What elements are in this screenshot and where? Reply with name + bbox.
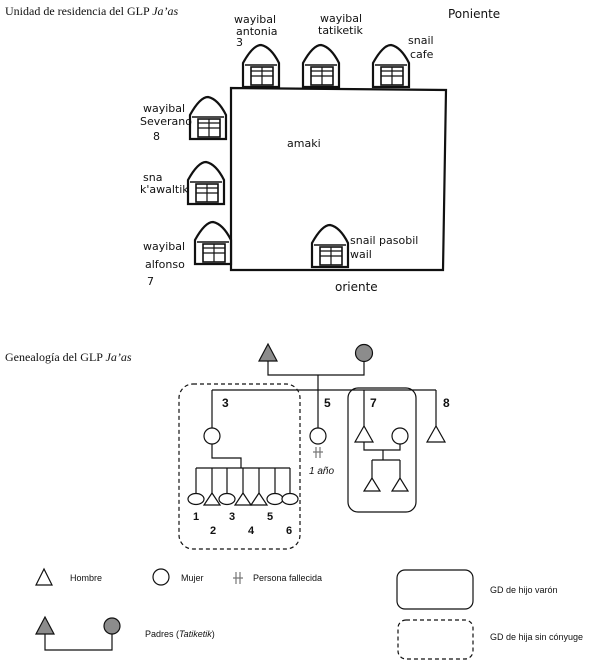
house-label-line1: wayibal: [143, 102, 185, 115]
child-number-8: 8: [443, 396, 450, 410]
house-label-line1: sna: [143, 171, 162, 184]
house-label-line2: antonia: [236, 25, 278, 38]
courtyard-boundary: [229, 86, 448, 272]
legend-parents-italic: Tatiketik: [179, 629, 212, 639]
legend-son-group-label: GD de hijo varón: [490, 585, 558, 595]
house-snail-cafe: snail cafe: [371, 34, 434, 89]
sibling-line: [212, 375, 436, 391]
house-number: 8: [153, 130, 160, 143]
child-8-triangle-icon: [425, 424, 447, 443]
residence-map: amaki Poniente oriente wayibal antonia 3…: [140, 7, 500, 294]
genealogy-diagram: 1 2 3 4 5 6 1 año 3 5 7 8: [178, 342, 450, 550]
legend-parents-line: [44, 634, 113, 651]
house-label-line2: tatiketik: [318, 24, 364, 37]
house-icon: [241, 43, 281, 89]
child-7-son-1-triangle-icon: [362, 476, 382, 492]
grandchild-number-4: 4: [248, 525, 255, 537]
son-group-box: [347, 387, 417, 513]
residence-caption-text: Unidad de residencia del GLP: [5, 4, 153, 18]
house-label-line2: Severano: [140, 115, 192, 128]
house-label-line2: wail: [350, 248, 372, 261]
child-number-5: 5: [324, 396, 331, 410]
house-label-line1: snail: [408, 34, 434, 47]
house-label-line2: cafe: [410, 48, 434, 61]
child-number-3: 3: [222, 396, 229, 410]
genealogy-caption-group-name: Ja’as: [105, 350, 132, 364]
legend: Hombre Mujer Persona fallecida Padres (T…: [35, 567, 583, 660]
legend-parents-suffix: ): [212, 629, 215, 639]
parents-marriage-line: [267, 361, 365, 376]
grandchild-2-triangle-icon: [202, 491, 222, 506]
grandchild-3-circle-icon: [218, 492, 236, 506]
grandchild-number-5: 5: [267, 511, 273, 523]
legend-father-triangle-icon: [35, 615, 55, 635]
child-7-son-2-triangle-icon: [390, 476, 410, 492]
grandchild-number-6: 6: [286, 525, 292, 537]
child-5-circle-icon: [309, 427, 327, 445]
child-number-7: 7: [370, 396, 377, 410]
genealogy-caption-text: Genealogía del GLP: [5, 350, 106, 364]
house-icon: [188, 95, 228, 141]
house-label-line1: snail pasobil: [350, 234, 418, 247]
house-icon: [310, 223, 350, 269]
house-label-line2: k'awaltik: [140, 183, 189, 196]
house-icon: [193, 220, 233, 266]
legend-parents-prefix: Padres (: [145, 629, 179, 639]
house-wayibal-antonia: wayibal antonia 3: [234, 13, 281, 89]
grandchild-number-1: 1: [193, 511, 199, 523]
legend-deceased-label: Persona fallecida: [253, 573, 322, 583]
courtyard-label: amaki: [287, 137, 321, 150]
house-icon: [186, 160, 226, 206]
legend-son-group-box: [396, 569, 474, 610]
deceased-note: 1 año: [309, 466, 334, 477]
house-label-line1: wayibal: [143, 240, 185, 253]
child-7-spouse-circle-icon: [391, 427, 409, 445]
grandchild-7-circle-icon: [281, 492, 299, 506]
grandchild-6-circle-icon: [266, 492, 284, 506]
legend-deceased-cross-icon: [233, 572, 243, 584]
house-sna-kawaltik: sna k'awaltik: [140, 160, 226, 206]
legend-triangle-icon: [35, 567, 53, 586]
house-label-line1: wayibal: [320, 12, 362, 25]
house-number: 7: [147, 275, 154, 288]
grandchild-5-triangle-icon: [249, 491, 269, 506]
father-triangle-icon: [258, 342, 278, 362]
daughter-group-box: [178, 383, 301, 550]
legend-man-label: Hombre: [70, 573, 102, 583]
grandchild-number-3: 3: [229, 511, 235, 523]
house-wayibal-severano: wayibal Severano 8: [140, 95, 228, 143]
compass-top-label: Poniente: [448, 7, 500, 21]
legend-circle-icon: [152, 568, 170, 586]
residence-caption-group-name: Ja’as: [152, 4, 179, 18]
legend-mother-circle-icon: [103, 617, 121, 635]
residence-caption: Unidad de residencia del GLP Ja’as: [5, 4, 178, 19]
house-snail-pasobil-wail: snail pasobil wail: [310, 223, 418, 269]
legend-woman-label: Mujer: [181, 573, 204, 583]
legend-daughter-group-label: GD de hija sin cónyuge: [490, 632, 583, 642]
house-wayibal-tatiketik: wayibal tatiketik: [301, 12, 364, 89]
child-3-circle-icon: [203, 427, 221, 445]
genealogy-caption: Genealogía del GLP Ja’as: [5, 350, 132, 365]
compass-bottom-label: oriente: [335, 280, 378, 294]
deceased-cross-icon: [313, 447, 323, 458]
grandchild-number-2: 2: [210, 525, 216, 537]
grandchild-4-triangle-icon: [233, 491, 253, 506]
house-label-line1: wayibal: [234, 13, 276, 26]
mother-circle-icon: [354, 343, 374, 363]
house-wayibal-alfonso: wayibal alfonso 7: [143, 220, 233, 288]
child-7-triangle-icon: [353, 424, 375, 443]
house-icon: [301, 43, 341, 89]
house-icon: [371, 43, 411, 89]
grandchild-1-circle-icon: [187, 492, 205, 506]
house-label-line2: alfonso: [145, 258, 185, 271]
legend-daughter-group-box: [397, 619, 474, 660]
grandchildren-lines: [195, 444, 291, 493]
legend-parents-label: Padres (Tatiketik): [145, 629, 215, 639]
house-number: 3: [236, 36, 243, 49]
child-7-family-lines: [363, 442, 401, 478]
